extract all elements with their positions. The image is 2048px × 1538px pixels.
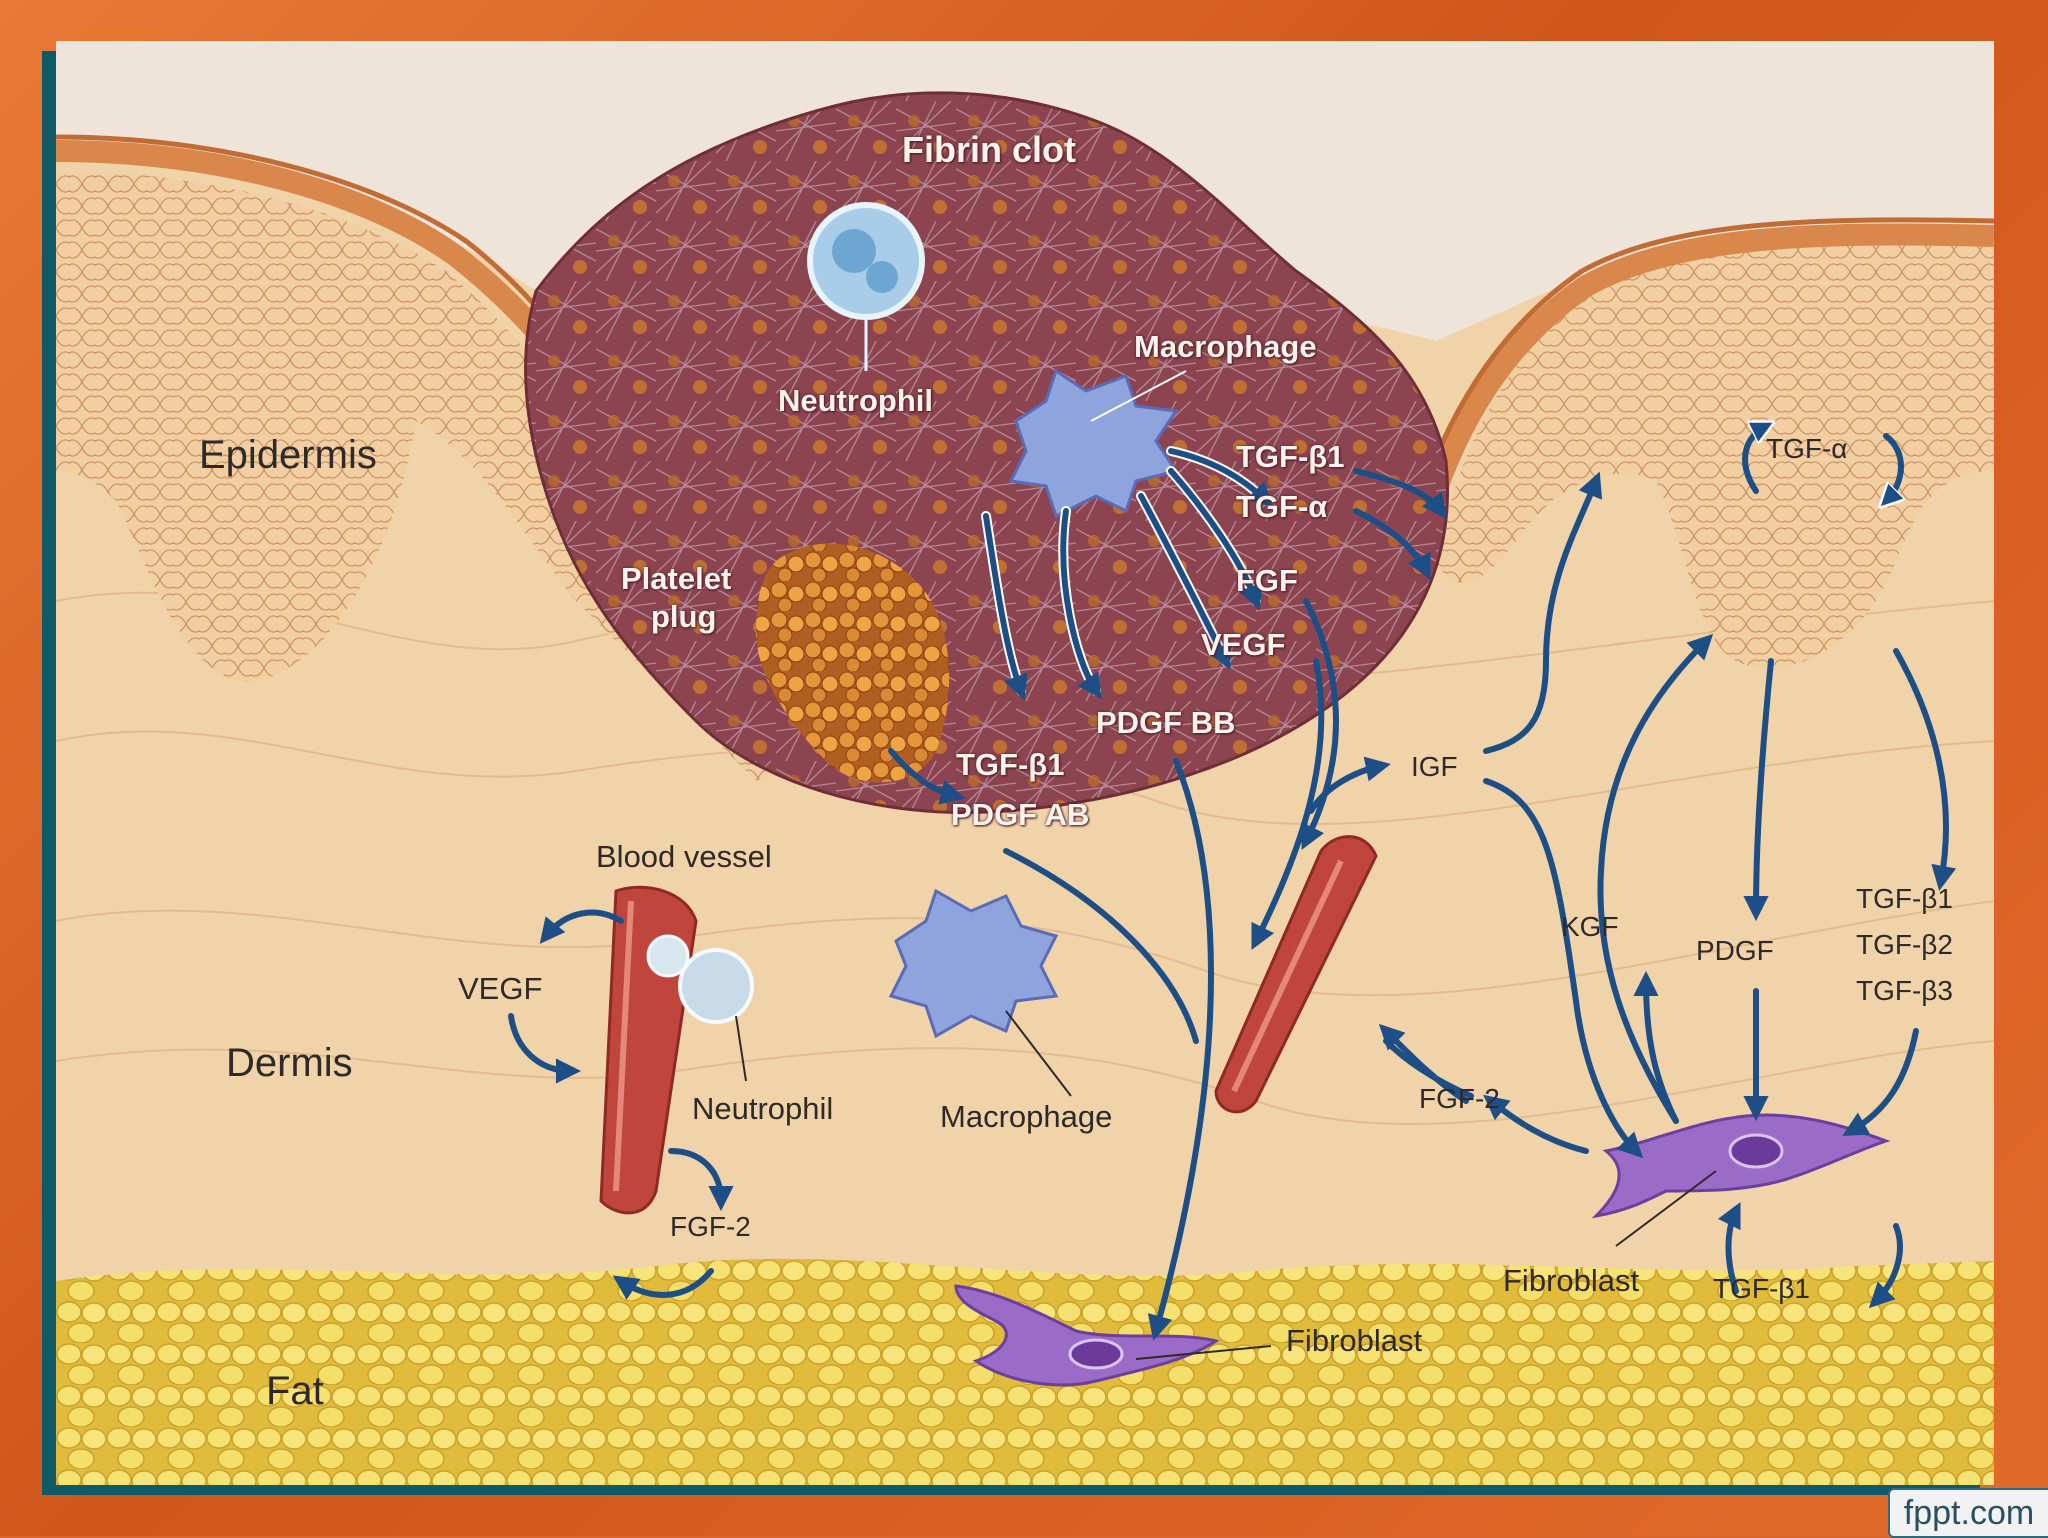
tgf-b2-right-label: TGF-β2	[1856, 929, 1953, 960]
platelet-plug-label-line1: Platelet	[621, 561, 732, 596]
tgf-b3-right-label: TGF-β3	[1856, 975, 1953, 1006]
vegf-left-label: VEGF	[458, 971, 543, 1006]
macrophage-clot-label: Macrophage	[1134, 329, 1317, 364]
diagram-panel: Epidermis Dermis Fat Fibrin clot Neutrop…	[56, 41, 1994, 1485]
platelet-pdgf-ab-label: PDGF AB	[951, 797, 1090, 832]
neutrophil-dermis-cell	[646, 934, 754, 1082]
dermis-label: Dermis	[226, 1041, 353, 1085]
tgf-b1-autocrine-label: TGF-β1	[1713, 1273, 1810, 1304]
kgf-label: KGF	[1561, 911, 1619, 942]
macrophage-fgf-label: FGF	[1236, 563, 1298, 598]
neutrophil-clot-cell	[807, 202, 925, 371]
macrophage-tgf-b1-label: TGF-β1	[1236, 439, 1345, 474]
macrophage-clot-cell	[1008, 368, 1187, 519]
platelet-plug-label-line2: plug	[651, 599, 717, 634]
fibrin-clot-label: Fibrin clot	[902, 129, 1076, 170]
macrophage-tgf-a-label: TGF-α	[1236, 489, 1328, 524]
neutrophil-clot-label: Neutrophil	[778, 383, 933, 418]
macrophage-dermis-cell	[888, 888, 1072, 1097]
fat-label: Fat	[266, 1369, 324, 1413]
fibroblast-right-cell	[1591, 1113, 1891, 1247]
fibroblast-bottom-label: Fibroblast	[1286, 1323, 1423, 1358]
macrophage-pdgf-bb-label: PDGF BB	[1096, 705, 1236, 740]
neutrophil-dermis-label: Neutrophil	[692, 1091, 834, 1126]
fibroblast-right-label: Fibroblast	[1503, 1263, 1640, 1298]
platelet-tgf-b1-label: TGF-β1	[956, 747, 1065, 782]
fgf2-right-label: FGF-2	[1419, 1083, 1500, 1114]
epidermis-label: Epidermis	[199, 433, 377, 477]
macrophage-vegf-label: VEGF	[1201, 627, 1286, 662]
fppt-watermark: fppt.com	[1888, 1488, 2048, 1538]
wound-healing-illustration	[56, 41, 1994, 1485]
tgf-a-right-label: TGF-α	[1766, 433, 1848, 464]
pdgf-right-label: PDGF	[1696, 935, 1774, 966]
tgf-b1-right-label: TGF-β1	[1856, 883, 1953, 914]
macrophage-dermis-label: Macrophage	[940, 1099, 1113, 1134]
fgf2-left-label: FGF-2	[670, 1211, 751, 1242]
fibroblast-bottom-cell	[954, 1284, 1272, 1387]
igf-label: IGF	[1411, 751, 1458, 782]
blood-vessel-label: Blood vessel	[596, 839, 772, 874]
